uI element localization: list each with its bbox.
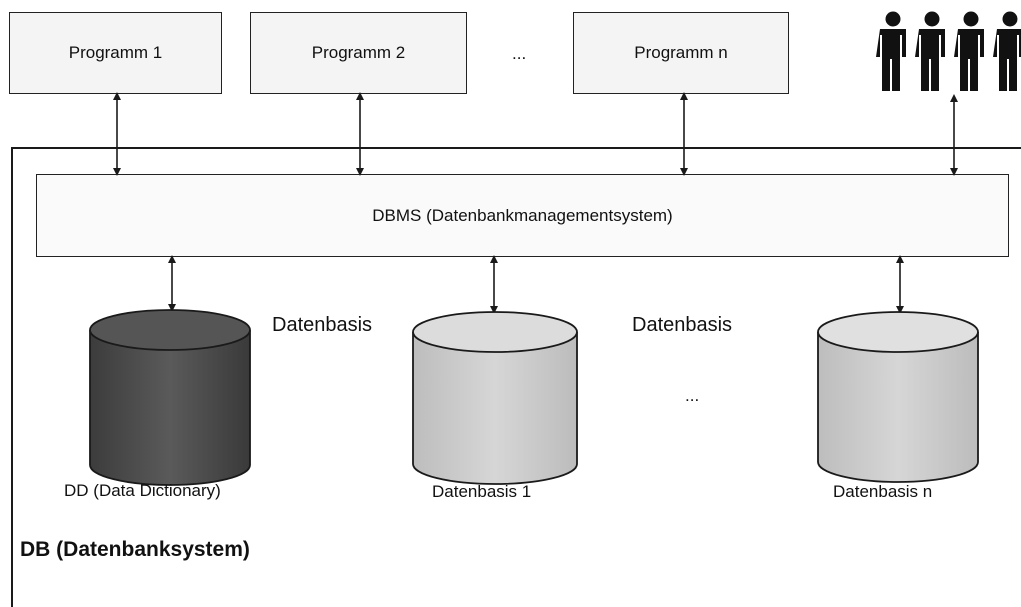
program-ellipsis: ... [512, 44, 527, 63]
program-box-2: Programm 2 [250, 12, 467, 94]
dbms-label: DBMS (Datenbankmanagementsystem) [372, 205, 673, 225]
system-title: DB (Datenbanksystem) [20, 538, 250, 561]
datenbasis-label-1: Datenbasis [272, 314, 373, 336]
database-caption-datenbasis-1: Datenbasis 1 [432, 482, 532, 501]
dbms-box: DBMS (Datenbankmanagementsystem) [36, 174, 1009, 257]
program-label-n: Programm n [634, 43, 728, 62]
database-cylinder-dd [89, 309, 251, 486]
database-caption-datenbasis-n: Datenbasis n [833, 482, 933, 501]
database-caption-dd: DD (Data Dictionary) [64, 481, 221, 500]
diagram-graphics [89, 11, 1021, 486]
datenbasis-label-2: Datenbasis [632, 314, 733, 336]
database-system-frame [11, 147, 1021, 607]
program-box-1: Programm 1 [9, 12, 222, 94]
database-cylinder-datenbasis-1 [412, 311, 578, 485]
database-ellipsis: ... [685, 386, 700, 405]
users-icon [876, 11, 1021, 91]
program-label-1: Programm 1 [68, 43, 163, 62]
dbs-architecture-diagram: Programm 1 Programm 2 ... Programm n DBM… [9, 11, 1021, 607]
database-cylinder-datenbasis-n [817, 311, 979, 483]
program-label-2: Programm 2 [311, 43, 406, 62]
